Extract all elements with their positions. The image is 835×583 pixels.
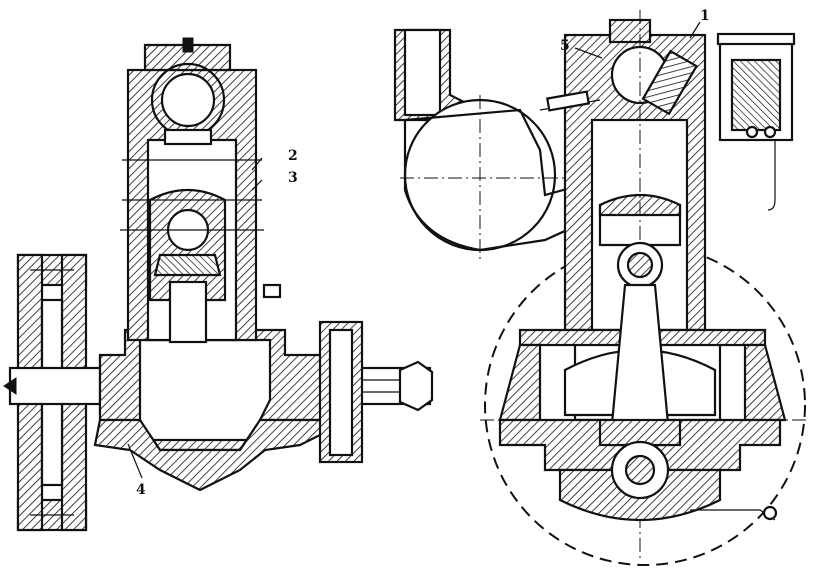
callout-3: 3	[288, 170, 298, 186]
callouts: 1 2 3 4 5	[127, 8, 710, 498]
callout-4: 4	[136, 482, 146, 498]
connecting-rod	[480, 241, 810, 500]
flywheel-outline	[484, 244, 806, 566]
oil-pipe	[690, 505, 778, 521]
callout-2: 2	[288, 148, 298, 164]
exhaust-manifold	[393, 28, 602, 260]
crankcase	[93, 320, 364, 492]
left-section-view	[3, 37, 434, 532]
callout-1: 1	[700, 8, 710, 24]
right-section-view	[393, 10, 810, 566]
injector-assembly	[539, 49, 698, 116]
callout-5: 5	[560, 38, 570, 54]
cylinder-block	[120, 37, 282, 344]
fuel-filter	[716, 32, 796, 211]
